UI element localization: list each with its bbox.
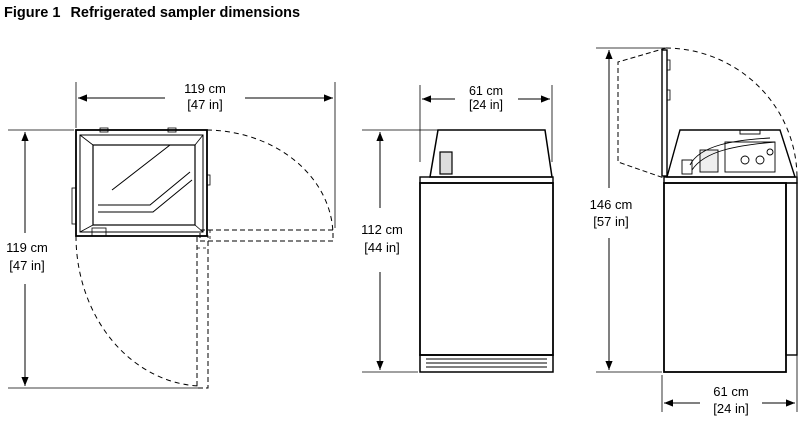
side-pump-mechanism bbox=[681, 129, 776, 175]
front-view-labels: 61 cm [24 in] 112 cm [44 in] bbox=[361, 84, 503, 255]
top-lid bbox=[92, 144, 196, 226]
top-door-open-down bbox=[196, 235, 209, 389]
side-width-in: [24 in] bbox=[713, 401, 748, 416]
top-depth-in: [47 in] bbox=[9, 258, 44, 273]
top-unit-body bbox=[75, 129, 208, 237]
front-control-box bbox=[439, 151, 453, 175]
front-height-in: [44 in] bbox=[364, 240, 399, 255]
side-lid-open-outline bbox=[617, 47, 667, 179]
top-foot bbox=[91, 227, 107, 237]
top-width-cm: 119 cm bbox=[184, 81, 226, 96]
figure-number: Figure 1 bbox=[4, 5, 61, 21]
top-view bbox=[8, 82, 336, 389]
top-side-handle bbox=[71, 187, 77, 225]
top-door-swing-arc-right bbox=[206, 129, 334, 237]
side-body bbox=[663, 182, 787, 373]
front-vent-grille bbox=[426, 358, 547, 368]
side-height-in: [57 in] bbox=[593, 214, 628, 229]
top-door-open-right bbox=[199, 229, 334, 242]
front-width-in: [24 in] bbox=[469, 98, 503, 112]
side-lid-swing-arc bbox=[665, 47, 798, 179]
front-width-cm: 61 cm bbox=[469, 84, 503, 98]
side-height-cm: 146 cm bbox=[590, 197, 633, 212]
figure-title: Figure 1 Refrigerated sampler dimensions bbox=[4, 5, 300, 21]
side-width-cm: 61 cm bbox=[713, 384, 748, 399]
top-hinge-right bbox=[167, 127, 177, 133]
side-view bbox=[596, 47, 798, 412]
side-lid-edge bbox=[661, 49, 668, 177]
side-top-cover bbox=[666, 129, 796, 178]
side-door-edge bbox=[785, 182, 798, 356]
top-unit-inner bbox=[79, 134, 204, 233]
top-width-in: [47 in] bbox=[187, 97, 222, 112]
top-hinge-left bbox=[99, 127, 109, 133]
top-depth-cm: 119 cm bbox=[6, 240, 48, 255]
side-view-labels: 146 cm [57 in] 61 cm [24 in] bbox=[590, 197, 749, 416]
front-view bbox=[362, 85, 554, 373]
front-height-cm: 112 cm bbox=[361, 222, 403, 237]
top-view-labels: 119 cm [47 in] 119 cm [47 in] bbox=[6, 81, 226, 273]
figure-caption: Refrigerated sampler dimensions bbox=[70, 5, 301, 21]
front-body bbox=[419, 182, 554, 356]
front-base bbox=[419, 354, 554, 373]
top-door-swing-arc-left bbox=[75, 235, 201, 387]
